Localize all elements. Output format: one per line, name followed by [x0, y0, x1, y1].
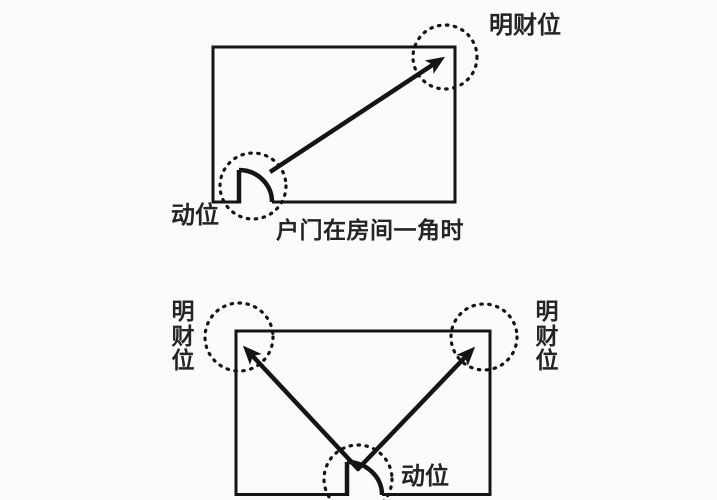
- top-door-active-spot-circle: [218, 151, 288, 221]
- bottom-wealth-arrow-right: [355, 346, 476, 472]
- top-room-outline: [211, 45, 457, 204]
- bottom-wealth-spot-circle-right: [449, 302, 519, 372]
- top-wealth-spot-circle: [411, 23, 479, 91]
- top-wealth-arrow: [268, 56, 446, 174]
- bottom-door-swing-arc: [346, 459, 385, 496]
- top-wealth-position-label: 明财位: [489, 11, 561, 39]
- bottom-room-outline: [234, 329, 492, 496]
- bottom-door-active-spot-circle: [322, 443, 394, 500]
- bottom-wealth-arrow-left: [242, 345, 361, 472]
- bottom-active-position-label: 动位: [401, 462, 449, 490]
- bottom-room-diagram: [203, 301, 519, 500]
- bottom-wealth-position-label-right: 明财位: [535, 299, 559, 374]
- top-door-swing-arc: [238, 167, 275, 203]
- top-active-position-label: 动位: [171, 201, 219, 229]
- top-diagram-caption: 户门在房间一角时: [276, 218, 464, 244]
- top-room-diagram: [211, 23, 479, 221]
- bottom-wealth-position-label-left: 明财位: [171, 299, 195, 374]
- bottom-wealth-spot-circle-left: [203, 301, 275, 373]
